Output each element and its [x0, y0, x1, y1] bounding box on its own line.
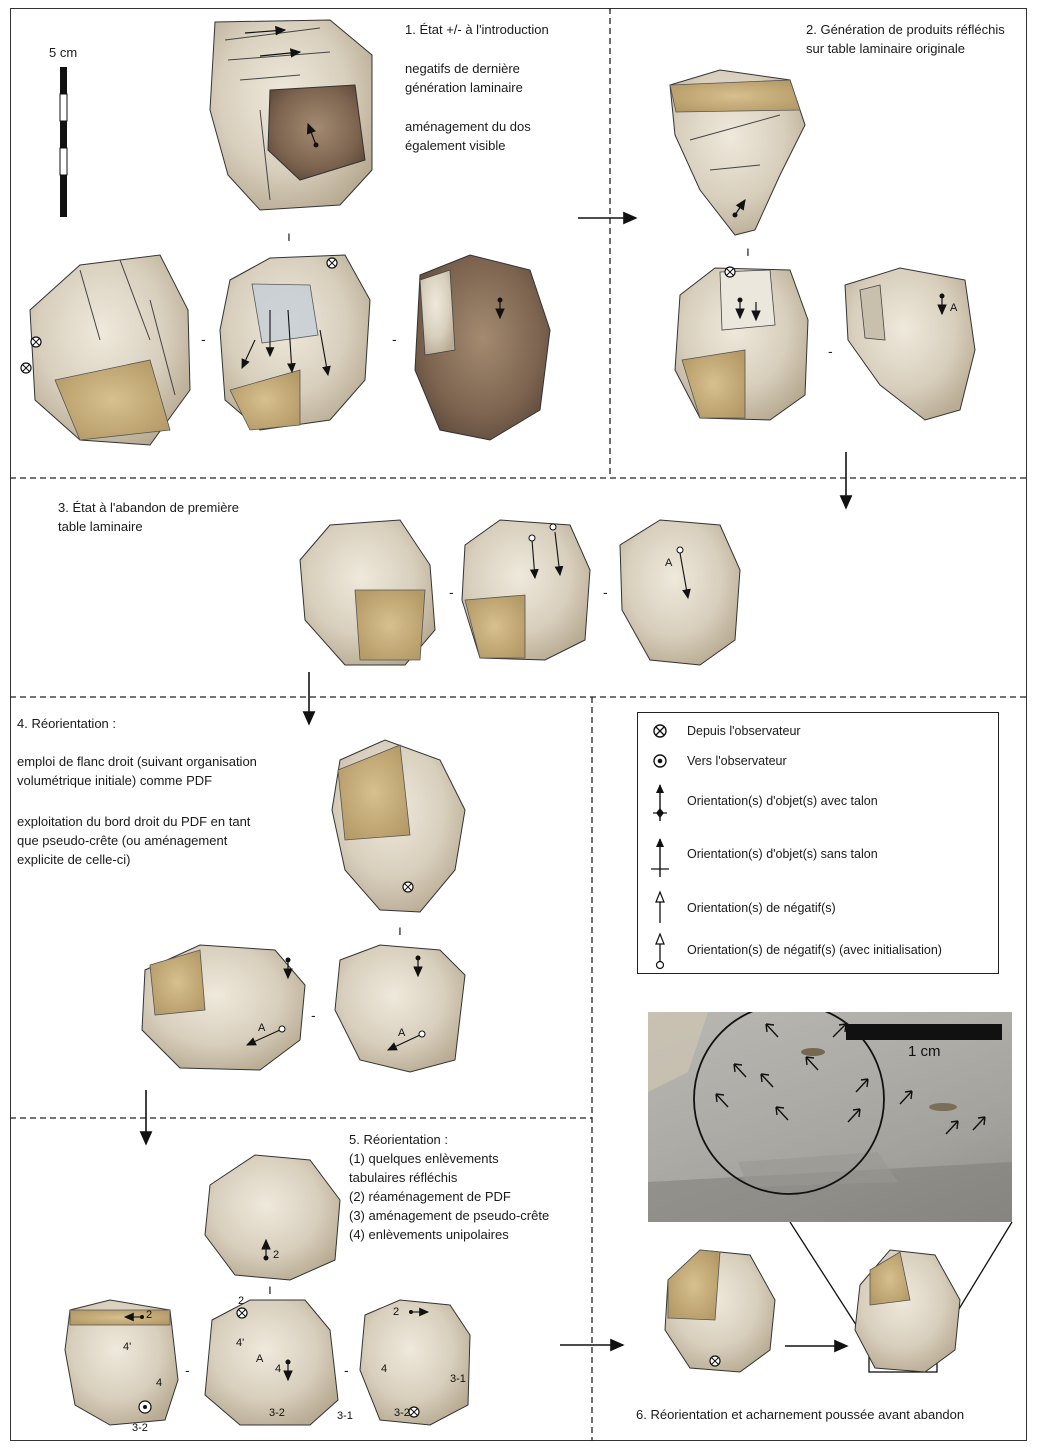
marker-3-2: 3-2	[132, 1422, 148, 1434]
nucleus-s4-top	[332, 740, 465, 912]
view-separator: -	[185, 1362, 190, 1378]
view-tick: ı	[746, 243, 750, 259]
scale-bar	[60, 67, 67, 217]
zoom-scale-bar	[846, 1024, 1002, 1040]
marker-3-1: 3-1	[337, 1410, 353, 1422]
nucleus-s4-right	[335, 945, 465, 1072]
marker-A: A	[258, 1022, 265, 1034]
nucleus-s3-left	[300, 520, 435, 665]
nucleus-s5-right	[360, 1300, 470, 1425]
nucleus-s2-right	[845, 268, 975, 420]
section-4-line: explicite de celle-ci)	[17, 850, 130, 869]
marker-A: A	[256, 1353, 263, 1365]
section-5-line: (1) quelques enlèvements	[349, 1149, 499, 1168]
nucleus-s1-left	[21, 255, 190, 445]
marker-2: 2	[238, 1295, 244, 1307]
marker-4: 4	[381, 1363, 387, 1375]
section-1-note: negatifs de dernière	[405, 59, 520, 78]
nucleus-s1-mid	[220, 255, 370, 430]
section-4-line: volumétrique initiale) comme PDF	[17, 771, 212, 790]
legend-label: Orientation(s) de négatif(s) (avec initi…	[687, 943, 942, 957]
negatif-icon	[646, 889, 674, 927]
section-5-heading: 5. Réorientation :	[349, 1130, 448, 1149]
nucleus-s2-left	[675, 267, 808, 420]
marker-A: A	[950, 302, 957, 314]
zoom-scale-label: 1 cm	[908, 1043, 941, 1060]
section-4-line: exploitation du bord droit du PDF en tan…	[17, 812, 250, 831]
legend-label: Vers l'observateur	[687, 754, 787, 768]
view-tick: ı	[268, 1281, 272, 1297]
negatif-initialisation-icon	[646, 931, 674, 971]
section-1-heading: 1. État +/- à l'introduction	[405, 20, 549, 39]
legend-box: Depuis l'observateur Vers l'observateur …	[637, 712, 999, 974]
zoom-inset: 1 cm	[648, 1012, 1012, 1222]
view-separator: -	[311, 1007, 316, 1023]
section-5-line: (2) réaménagement de PDF	[349, 1187, 511, 1206]
section-2-heading: sur table laminaire originale	[806, 39, 965, 58]
objet-sans-talon-icon	[646, 835, 674, 881]
marker-4-prime: 4'	[236, 1337, 244, 1349]
section-5-line: (3) aménagement de pseudo-crête	[349, 1206, 549, 1225]
nucleus-s3-mid	[462, 520, 590, 660]
nucleus-s5-left	[65, 1300, 178, 1425]
nucleus-s2-top	[670, 70, 805, 235]
section-3-heading: table laminaire	[58, 517, 143, 536]
depuis-observateur-icon	[646, 717, 674, 747]
section-1-note: génération laminaire	[405, 78, 523, 97]
nucleus-s5-top	[205, 1155, 340, 1280]
nucleus-s1-top	[210, 20, 372, 210]
section-4-line: emploi de flanc droit (suivant organisat…	[17, 752, 257, 771]
marker-2: 2	[146, 1309, 152, 1321]
objet-avec-talon-icon	[646, 781, 674, 827]
scale-bar-label: 5 cm	[49, 43, 77, 62]
legend-label: Orientation(s) de négatif(s)	[687, 901, 836, 915]
nucleus-s4-left	[142, 945, 305, 1070]
marker-A: A	[398, 1027, 405, 1039]
nucleus-s3-right	[620, 520, 740, 665]
marker-2: 2	[393, 1306, 399, 1318]
section-4-heading: 4. Réorientation :	[17, 714, 116, 733]
section-4-line: que pseudo-crête (ou aménagement	[17, 831, 227, 850]
section-1-note: aménagement du dos	[405, 117, 531, 136]
marker-3-1: 3-1	[450, 1373, 466, 1385]
view-separator: -	[603, 584, 608, 600]
view-separator: -	[344, 1362, 349, 1378]
marker-3-2: 3-2	[269, 1407, 285, 1419]
marker-4: 4	[275, 1363, 281, 1375]
section-5-line: tabulaires réfléchis	[349, 1168, 457, 1187]
vers-observateur-icon	[646, 747, 674, 777]
legend-label: Depuis l'observateur	[687, 724, 801, 738]
view-separator: -	[828, 343, 833, 359]
legend-label: Orientation(s) d'objet(s) avec talon	[687, 794, 878, 808]
marker-3-2: 3-2	[394, 1407, 410, 1419]
legend-item: Orientation(s) d'objet(s) avec talon	[638, 781, 998, 827]
view-tick: ı	[398, 922, 402, 938]
legend-item: Orientation(s) de négatif(s)	[638, 889, 998, 927]
section-2-heading: 2. Génération de produits réfléchis	[806, 20, 1005, 39]
zoom-inset-detail	[648, 1012, 1012, 1222]
section-3-heading: 3. État à l'abandon de première	[58, 498, 239, 517]
nucleus-s6-right	[855, 1250, 960, 1372]
section-1-note: également visible	[405, 136, 505, 155]
legend-label: Orientation(s) d'objet(s) sans talon	[687, 847, 878, 861]
legend-item: Orientation(s) de négatif(s) (avec initi…	[638, 931, 998, 971]
legend-item: Vers l'observateur	[638, 747, 998, 777]
view-separator: -	[449, 584, 454, 600]
legend-item: Depuis l'observateur	[638, 717, 998, 747]
nucleus-s1-right	[415, 255, 550, 440]
marker-A: A	[665, 557, 672, 569]
section-6-heading: 6. Réorientation et acharnement poussée …	[636, 1405, 964, 1424]
marker-2: 2	[273, 1249, 279, 1261]
marker-4-prime: 4'	[123, 1341, 131, 1353]
marker-4: 4	[156, 1377, 162, 1389]
legend-item: Orientation(s) d'objet(s) sans talon	[638, 835, 998, 881]
view-separator: -	[392, 331, 397, 347]
nucleus-s6-left	[665, 1250, 775, 1372]
view-tick: ı	[287, 228, 291, 244]
section-5-line: (4) enlèvements unipolaires	[349, 1225, 509, 1244]
view-separator: -	[201, 331, 206, 347]
